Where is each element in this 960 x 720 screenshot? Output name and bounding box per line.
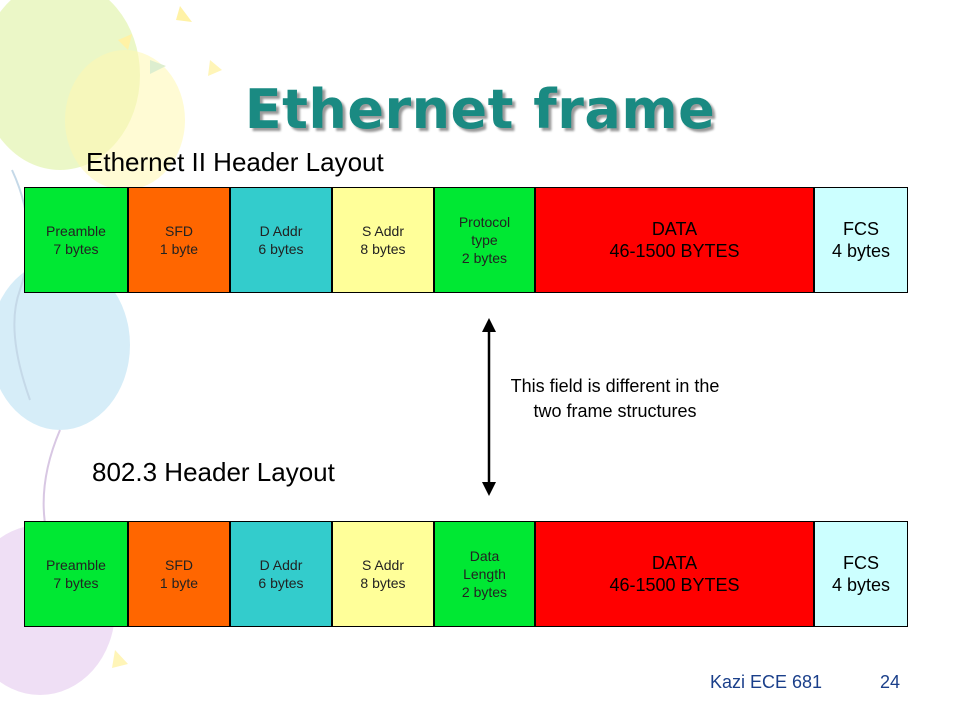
field-label: S Addr 8 bytes bbox=[360, 223, 406, 257]
field-label: DATA 46-1500 BYTES bbox=[609, 553, 740, 595]
field-label: Preamble 7 bytes bbox=[46, 223, 106, 257]
field-data-length: Data Length 2 bytes bbox=[434, 522, 535, 626]
footer-author: Kazi ECE 681 bbox=[710, 672, 823, 692]
ethernet-ii-heading: Ethernet II Header Layout bbox=[86, 147, 384, 177]
field-src-addr: S Addr 8 bytes bbox=[332, 522, 434, 626]
page-number: 24 bbox=[880, 672, 901, 692]
difference-annotation: This field is different in the two frame… bbox=[510, 376, 720, 421]
field-preamble: Preamble 7 bytes bbox=[24, 188, 128, 292]
field-label: S Addr 8 bytes bbox=[360, 557, 406, 591]
field-data: DATA 46-1500 BYTES bbox=[535, 188, 814, 292]
field-label: D Addr 6 bytes bbox=[258, 557, 304, 591]
field-dest-addr: D Addr 6 bytes bbox=[230, 188, 332, 292]
field-label: Preamble 7 bytes bbox=[46, 557, 106, 591]
field-data: DATA 46-1500 BYTES bbox=[535, 522, 814, 626]
double-arrow-icon bbox=[482, 318, 496, 496]
field-preamble: Preamble 7 bytes bbox=[24, 522, 128, 626]
field-fcs: FCS 4 bytes bbox=[814, 522, 908, 626]
ethernet-ii-frame: Preamble 7 bytes SFD 1 byte D Addr 6 byt… bbox=[24, 187, 908, 293]
ieee-802-3-heading: 802.3 Header Layout bbox=[92, 457, 335, 487]
field-label: SFD 1 byte bbox=[159, 557, 199, 591]
field-sfd: SFD 1 byte bbox=[128, 188, 230, 292]
field-fcs: FCS 4 bytes bbox=[814, 188, 908, 292]
field-sfd: SFD 1 byte bbox=[128, 522, 230, 626]
field-label: FCS 4 bytes bbox=[831, 219, 891, 261]
field-label: Protocol type 2 bytes bbox=[458, 214, 511, 266]
field-label: FCS 4 bytes bbox=[831, 553, 891, 595]
field-label: Data Length 2 bytes bbox=[461, 548, 508, 600]
ieee-802-3-frame: Preamble 7 bytes SFD 1 byte D Addr 6 byt… bbox=[24, 521, 908, 627]
field-protocol-type: Protocol type 2 bytes bbox=[434, 188, 535, 292]
field-label: D Addr 6 bytes bbox=[258, 223, 304, 257]
field-dest-addr: D Addr 6 bytes bbox=[230, 522, 332, 626]
field-label: SFD 1 byte bbox=[159, 223, 199, 257]
field-label: DATA 46-1500 BYTES bbox=[609, 219, 740, 261]
slide-title: Ethernet frame bbox=[244, 78, 716, 141]
field-src-addr: S Addr 8 bytes bbox=[332, 188, 434, 292]
